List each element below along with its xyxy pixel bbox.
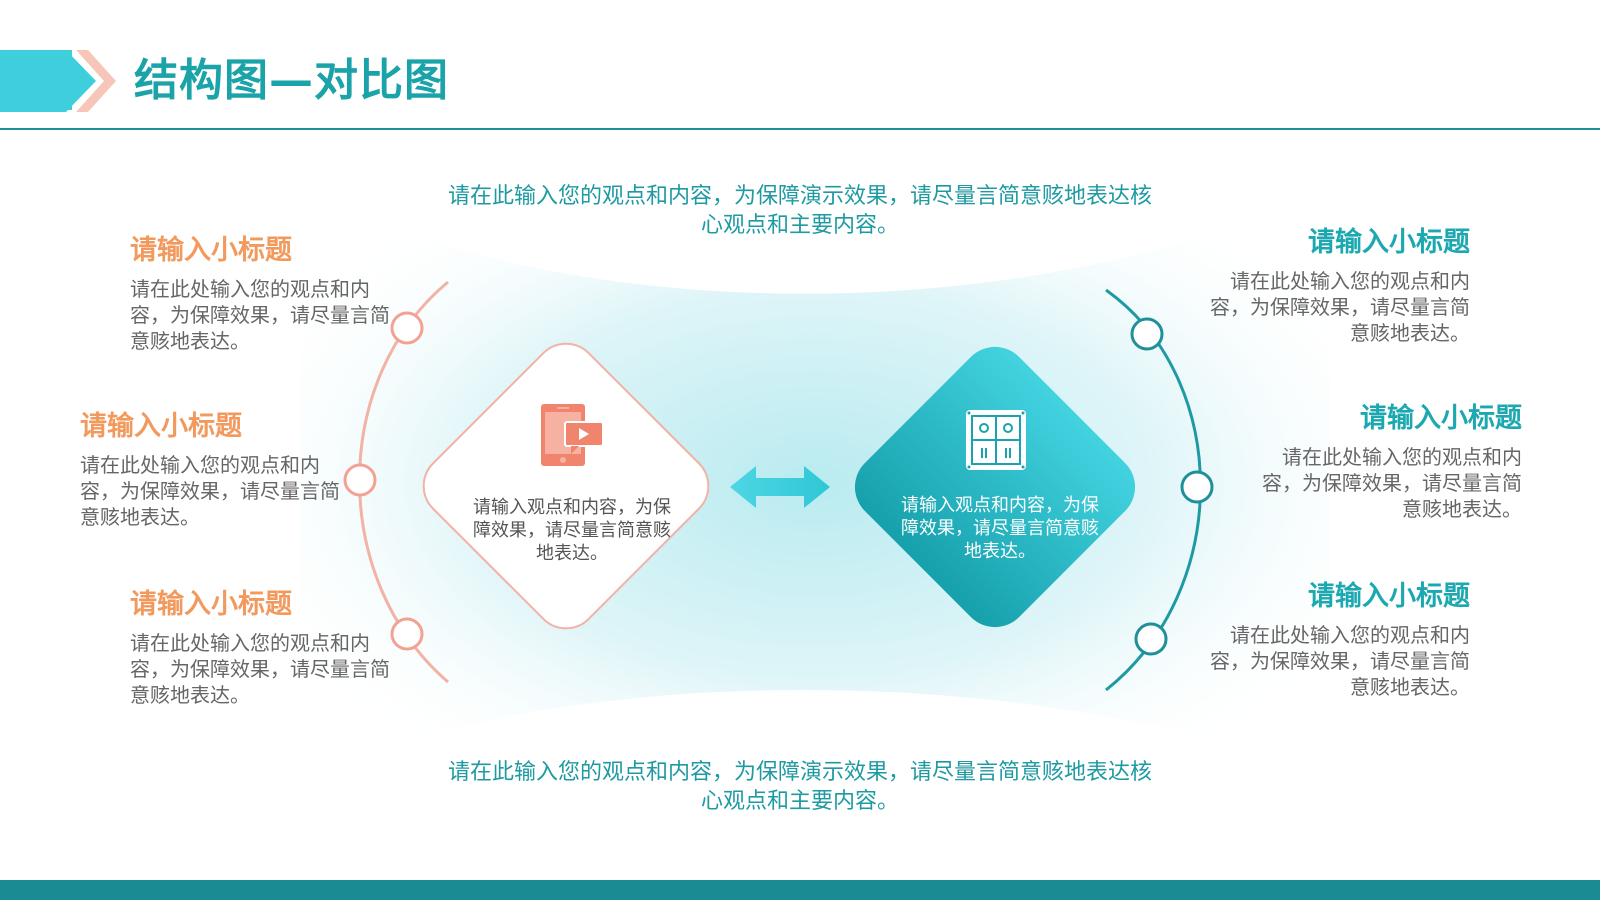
left-item-2: 请输入小标题 请在此处输入您的观点和内容，为保障效果，请尽量言简意赅地表达。 (80, 410, 340, 530)
left-item-title: 请输入小标题 (130, 589, 292, 620)
right-item-title: 请输入小标题 (1308, 581, 1470, 612)
page-title: 结构图—对比图 (134, 55, 449, 106)
left-node-2 (343, 463, 377, 497)
header-chevron-icon (0, 50, 116, 112)
left-node-3 (390, 617, 424, 651)
right-node-3 (1134, 622, 1168, 656)
right-diamond (854, 346, 1136, 628)
left-item-1: 请输入小标题 请在此处输入您的观点和内容，为保障效果，请尽量言简意赅地表达。 (130, 234, 390, 354)
left-item-title: 请输入小标题 (80, 411, 242, 442)
footer-bar (0, 880, 1600, 900)
left-diamond-text: 请输入观点和内容，为保障效果，请尽量言简意赅地表达。 (473, 497, 671, 564)
left-item-desc: 请在此处输入您的观点和内容，为保障效果，请尽量言简意赅地表达。 (130, 277, 390, 353)
right-item-3: 请输入小标题 请在此处输入您的观点和内容，为保障效果，请尽量言简意赅地表达。 (1210, 580, 1470, 700)
left-item-desc: 请在此处输入您的观点和内容，为保障效果，请尽量言简意赅地表达。 (130, 631, 390, 707)
right-item-title: 请输入小标题 (1308, 227, 1470, 258)
right-diamond-text: 请输入观点和内容，为保障效果，请尽量言简意赅地表达。 (901, 495, 1099, 562)
left-item-title: 请输入小标题 (130, 235, 292, 266)
right-item-desc: 请在此处输入您的观点和内容，为保障效果，请尽量言简意赅地表达。 (1210, 269, 1470, 345)
right-node-1 (1130, 317, 1164, 351)
caption-bottom: 请在此输入您的观点和内容，为保障演示效果，请尽量言简意赅地表达核心观点和主要内容… (447, 760, 1152, 814)
right-item-desc: 请在此处输入您的观点和内容，为保障效果，请尽量言简意赅地表达。 (1210, 623, 1470, 699)
left-item-3: 请输入小标题 请在此处输入您的观点和内容，为保障效果，请尽量言简意赅地表达。 (130, 588, 390, 708)
right-item-desc: 请在此处输入您的观点和内容，为保障效果，请尽量言简意赅地表达。 (1262, 445, 1522, 521)
left-item-desc: 请在此处输入您的观点和内容，为保障效果，请尽量言简意赅地表达。 (80, 453, 340, 529)
double-arrow-icon (730, 466, 830, 508)
right-node-2 (1180, 470, 1214, 504)
right-item-1: 请输入小标题 请在此处输入您的观点和内容，为保障效果，请尽量言简意赅地表达。 (1210, 226, 1470, 346)
header-divider (0, 128, 1600, 130)
right-item-title: 请输入小标题 (1360, 403, 1522, 434)
video-tablet-icon (541, 404, 604, 466)
caption-top: 请在此输入您的观点和内容，为保障演示效果，请尽量言简意赅地表达核心观点和主要内容… (447, 184, 1152, 238)
panel-grid-icon (966, 410, 1026, 470)
left-diamond (422, 342, 710, 630)
right-item-2: 请输入小标题 请在此处输入您的观点和内容，为保障效果，请尽量言简意赅地表达。 (1262, 402, 1522, 522)
left-node-1 (390, 311, 424, 345)
